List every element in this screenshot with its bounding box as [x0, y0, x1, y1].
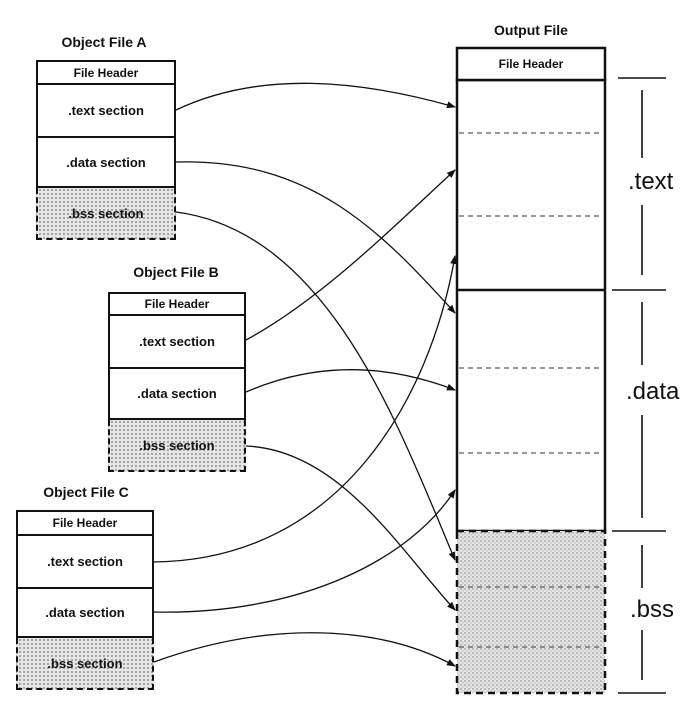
output-file-header: File Header [498, 57, 564, 71]
output-header-box [455, 46, 607, 82]
arrow-b-text [245, 169, 456, 341]
object-file-a-data-section: .data section [36, 138, 176, 188]
arrow-b-data [245, 368, 456, 393]
object-file-a-text-section: .text section [36, 85, 176, 138]
output-file-title: Output File [494, 22, 568, 38]
object-file-b-data-section: .data section [108, 369, 246, 420]
arrow-a-bss [175, 211, 456, 561]
arrow-c-text [153, 255, 458, 563]
object-file-a-bss-section: .bss section [36, 188, 176, 240]
section-arrows [153, 82, 458, 667]
object-file-c-data-section: .data section [16, 589, 154, 638]
object-file-b-bss-section: .bss section [108, 420, 246, 472]
object-file-c-header: File Header [16, 510, 154, 536]
arrow-a-data [175, 161, 456, 314]
output-bss-region [455, 529, 607, 695]
region-label-text: .text [628, 168, 674, 195]
region-brackets [612, 77, 666, 694]
output-text-data-body [455, 78, 607, 533]
region-label-data: .data [626, 378, 680, 405]
object-file-c-bss-section: .bss section [16, 638, 154, 690]
object-file-c-title: Object File C [43, 484, 129, 500]
object-file-a-title: Object File A [61, 34, 147, 50]
arrow-c-data [153, 489, 456, 613]
object-file-b-text-section: .text section [108, 316, 246, 369]
object-file-b-header: File Header [108, 292, 246, 316]
object-file-a-header: File Header [36, 60, 176, 85]
object-file-b-title: Object File B [133, 264, 219, 280]
output-subdividers [459, 132, 603, 648]
arrow-c-bss [153, 632, 456, 667]
arrow-b-bss [245, 445, 456, 611]
object-file-c-text-section: .text section [16, 536, 154, 589]
region-label-bss: .bss [630, 596, 675, 623]
arrow-a-text [175, 82, 456, 111]
